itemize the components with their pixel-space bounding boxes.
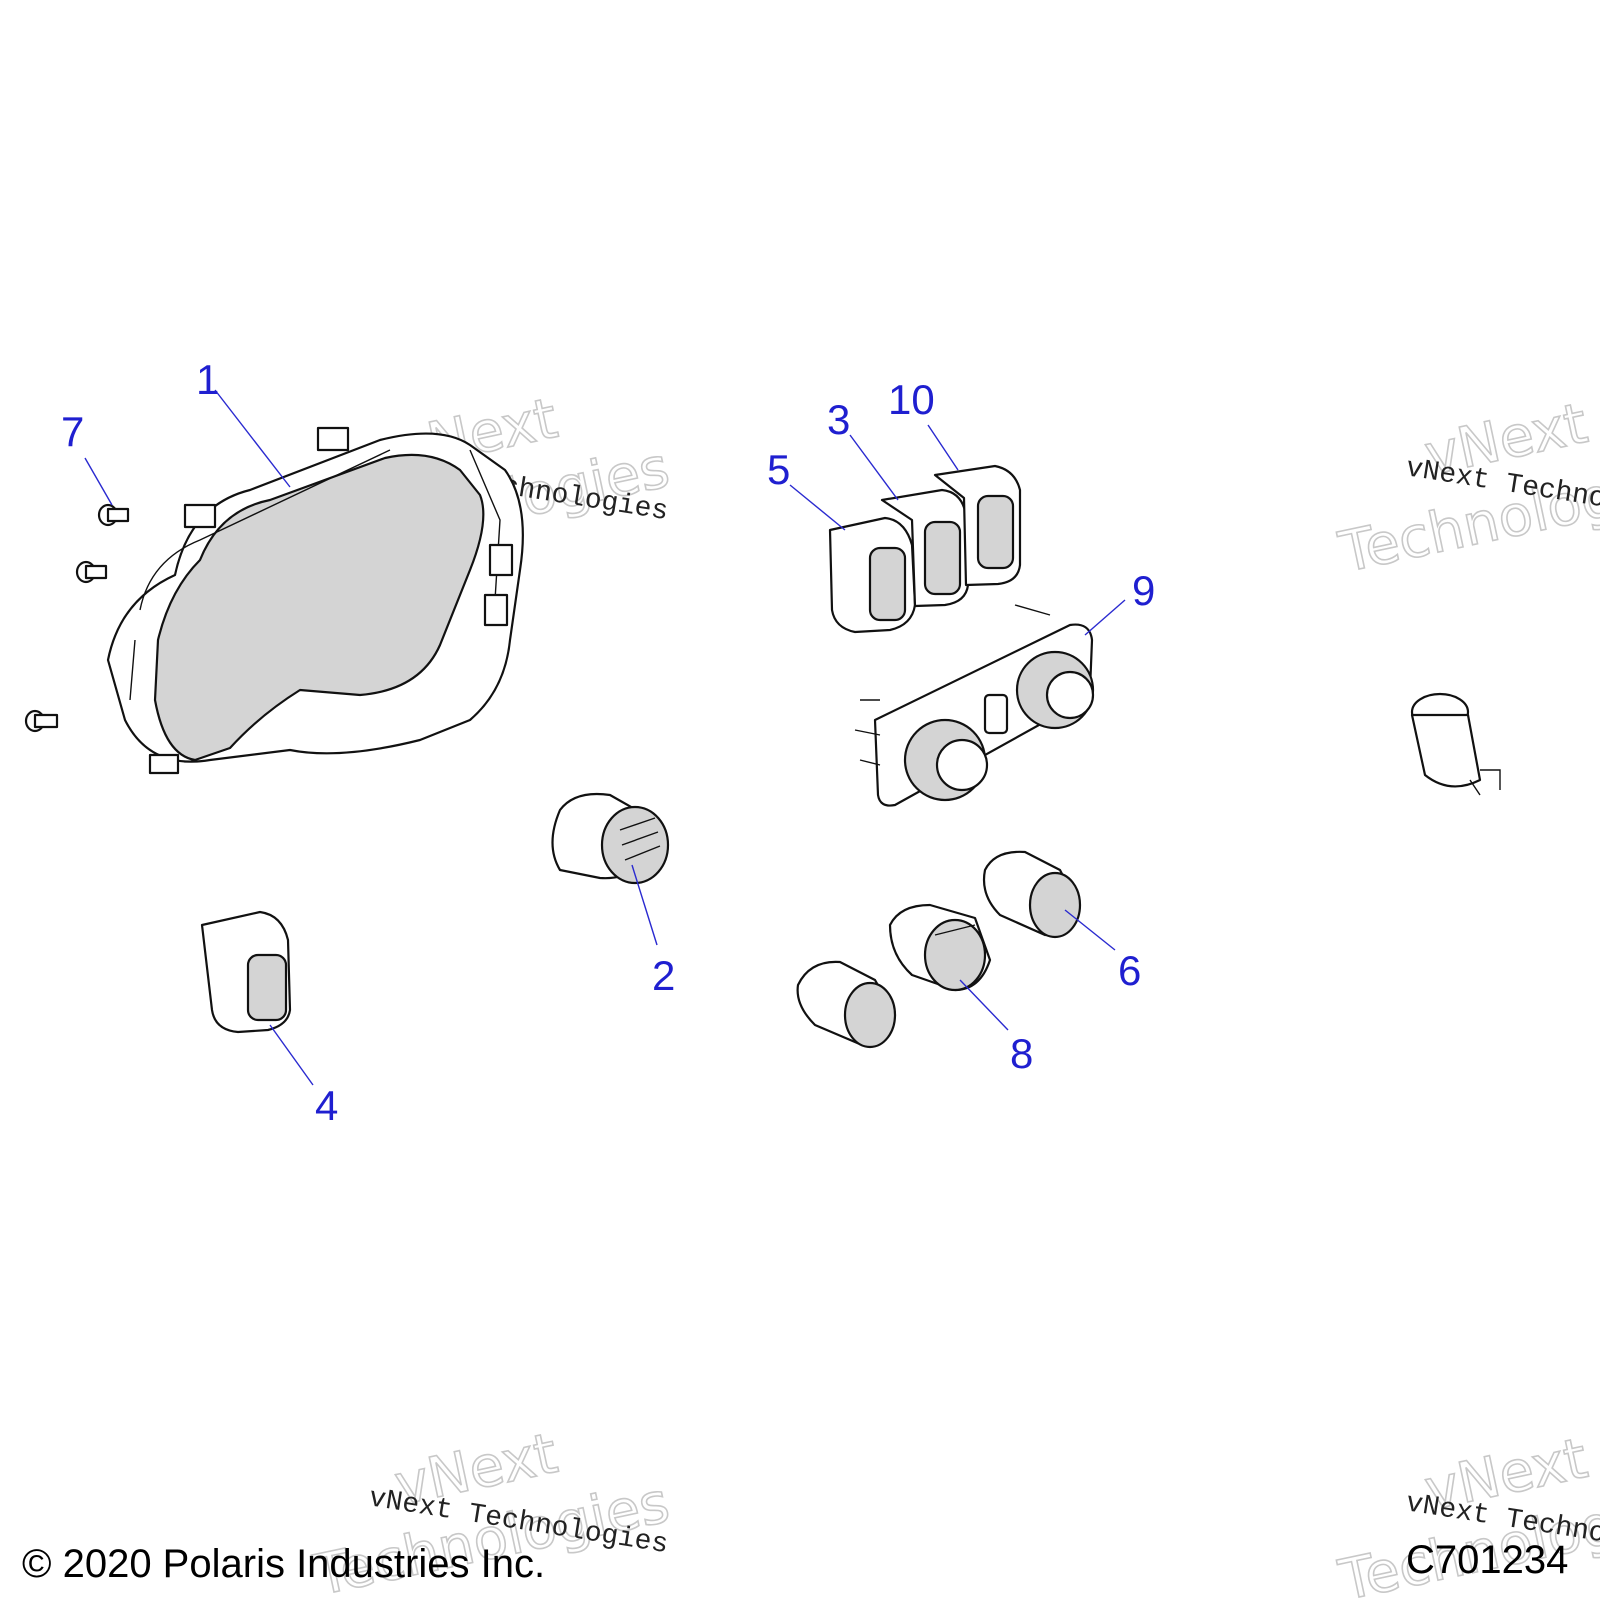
power-outlet [796,960,897,1049]
part-control-panel [854,604,1095,807]
part-connector [1410,692,1501,796]
screw [75,560,108,584]
part-usb-charger [888,903,992,992]
callout-7: 7 [61,408,84,455]
callout-4: 4 [315,1082,338,1129]
leader-lines [84,389,1126,1086]
part-power-outlets [796,850,1082,1049]
callout-1: 1 [196,356,219,403]
callout-2: 2 [652,952,675,999]
callout-10: 10 [888,376,935,423]
watermark-top-right: vNext Technologies vNext Technologies [1333,390,1600,586]
screw [24,709,59,733]
part-single-switch [200,910,292,1034]
callout-3: 3 [827,396,850,443]
figure-id: C701234 [1406,1538,1569,1582]
part-instrument-cluster [106,426,524,775]
callout-labels: 1 2 3 4 5 6 7 8 9 10 [61,356,1155,1129]
part-ignition-switch [551,792,670,885]
callout-8: 8 [1010,1030,1033,1077]
power-outlet [982,850,1082,939]
callout-9: 9 [1132,567,1155,614]
callout-6: 6 [1118,947,1141,994]
copyright-notice: © 2020 Polaris Industries Inc. [22,1542,546,1586]
callout-5: 5 [767,446,790,493]
part-rocker-switches [828,464,1022,634]
part-screws [24,503,130,733]
screw [97,503,130,527]
